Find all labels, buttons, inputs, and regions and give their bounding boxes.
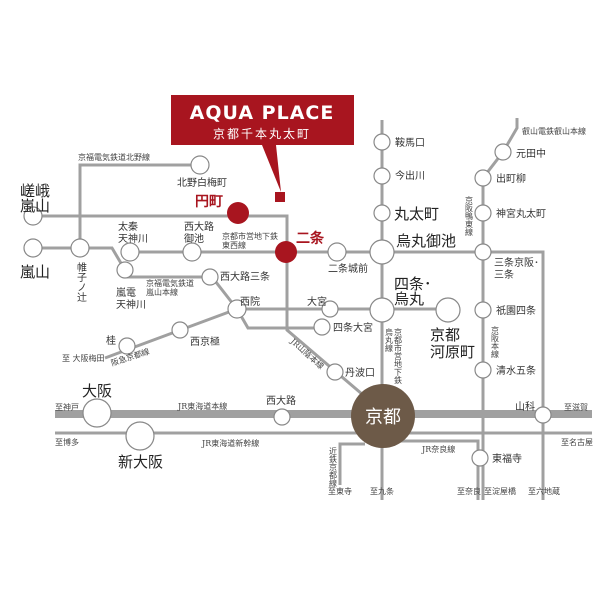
dest-shiga: 至滋賀 <box>564 402 588 412</box>
property-callout: AQUA PLACE 京都千本丸太町 <box>171 95 354 202</box>
line-kintetsu: 近鉄京都線 <box>329 446 338 487</box>
label-arashiyama: 嵐山 <box>20 263 50 281</box>
label-sanjo-2: 三条 <box>494 268 514 281</box>
station-enmachi[interactable] <box>227 202 249 224</box>
label-shijo-karasuma-1: 四条･ <box>394 275 432 293</box>
label-saga-arashiyama-2: 嵐山 <box>20 197 50 215</box>
label-katsura: 桂 <box>106 334 116 347</box>
label-omiya: 大宮 <box>307 295 327 308</box>
nara-line <box>400 439 480 500</box>
line-eizan: 叡山電鉄叡山本線 <box>522 126 586 136</box>
line-shinkansen: JR東海道新幹線 <box>201 438 259 448</box>
stations <box>23 133 552 467</box>
dest-nara: 至奈良 <box>457 486 481 496</box>
label-mototanaka: 元田中 <box>516 147 546 160</box>
destination-labels: 至 大阪梅田 至神戸 至博多 至滋賀 至名古屋 至東寺 至九条 至奈良 至淀屋橋… <box>55 353 593 496</box>
dest-yodoyabashi: 至淀屋橋 <box>484 486 516 496</box>
label-nishikyogoku: 西京極 <box>190 335 220 348</box>
label-randen-1: 嵐電 <box>116 287 136 299</box>
kintetsu-line <box>338 442 365 485</box>
label-shijo-karasuma-2: 烏丸 <box>394 290 424 308</box>
label-saiin: 西院 <box>240 295 260 308</box>
label-shijo-omiya: 四条大宮 <box>333 321 373 334</box>
property-location-marker <box>275 192 285 202</box>
line-nara: JR奈良線 <box>421 444 455 454</box>
dest-toji: 至東寺 <box>328 486 352 496</box>
label-katabiranotsuji: 帷子ノ辻 <box>75 261 87 302</box>
label-nishioji-oike-2: 御池 <box>184 232 204 245</box>
label-nishioji: 西大路 <box>266 394 296 407</box>
line-keihan-main: 京阪本線 <box>491 325 500 358</box>
dest-kujo: 至九条 <box>370 486 394 496</box>
label-imadegawa: 今出川 <box>395 169 425 182</box>
label-saga-arashiyama-1: 嵯峨 <box>20 182 50 200</box>
brand-name: AQUA PLACE <box>190 102 335 124</box>
keifuku-arashiyama-line <box>33 246 448 311</box>
line-karasuma-1: 京都市営地下鉄 <box>394 327 403 385</box>
dest-rokujizo: 至六地蔵 <box>528 486 560 496</box>
line-tozai-2: 東西線 <box>222 240 246 250</box>
label-kitano-hakubaicho: 北野白梅町 <box>177 176 227 189</box>
label-nijo: 二条 <box>296 230 325 247</box>
label-tofukuji: 東福寺 <box>492 452 522 465</box>
label-uzumasa-1: 太秦 <box>118 220 138 233</box>
label-jingu-marutamachi: 神宮丸太町 <box>496 207 546 220</box>
dest-kobe: 至神戸 <box>55 402 79 412</box>
label-kawaramachi-2: 河原町 <box>430 343 475 361</box>
label-kawaramachi-1: 京都 <box>430 326 460 344</box>
line-keifuku-arashiyama-1: 京福電気鉄道 <box>146 278 194 288</box>
label-nishioji-sanjo: 西大路三条 <box>220 270 270 283</box>
line-tozai-1: 京都市営地下鉄 <box>222 231 278 241</box>
label-osaka: 大阪 <box>82 382 112 400</box>
label-randen-2: 天神川 <box>116 298 146 311</box>
label-kiyomizu-gojo: 清水五条 <box>496 364 536 377</box>
label-nijojo-mae: 二条城前 <box>328 262 368 275</box>
dest-hakata: 至博多 <box>55 437 79 447</box>
label-gion-shijo: 祇園四条 <box>496 304 536 317</box>
station-kyoto[interactable] <box>351 384 415 448</box>
label-yamashina: 山科 <box>515 400 535 413</box>
station-labels: 嵯峨 嵐山 嵐山 北野白梅町 帷子ノ辻 太秦 天神川 西大路 御池 嵐電 天神川… <box>20 136 546 471</box>
label-marutamachi: 丸太町 <box>394 205 439 223</box>
label-nishioji-oike-1: 西大路 <box>184 220 214 233</box>
label-sanjo-1: 三条京阪･ <box>494 256 539 269</box>
label-kyoto: 京都 <box>365 407 401 428</box>
line-labels: 京福電気鉄道北野線 京福電気鉄道 嵐山本線 京都市営地下鉄 東西線 阪急京都線 … <box>78 126 586 487</box>
label-demachiyanagi: 出町柳 <box>496 172 526 185</box>
brand-subtitle: 京都千本丸太町 <box>213 126 311 141</box>
line-keihan-oto: 京阪鴨東線 <box>465 195 474 236</box>
label-uzumasa-2: 天神川 <box>118 232 148 245</box>
label-kuramaguchi: 鞍馬口 <box>395 136 425 149</box>
line-karasuma-2: 烏丸線 <box>385 327 394 352</box>
label-tambaguchi: 丹波口 <box>345 366 375 379</box>
line-keifuku-kitano: 京福電気鉄道北野線 <box>78 152 150 162</box>
line-tokaido: JR東海道本線 <box>177 401 227 411</box>
keifuku-kitano-line <box>78 163 200 248</box>
label-enmachi: 円町 <box>195 194 223 210</box>
line-keifuku-arashiyama-2: 嵐山本線 <box>146 287 178 297</box>
line-sanin: JR山陰本線 <box>288 335 326 371</box>
station-nijo[interactable] <box>275 241 297 263</box>
label-shin-osaka: 新大阪 <box>118 453 163 471</box>
dest-osaka-umeda: 至 大阪梅田 <box>62 353 105 363</box>
dest-nagoya: 至名古屋 <box>561 437 593 447</box>
label-karasuma-oike: 烏丸御池 <box>396 232 456 250</box>
